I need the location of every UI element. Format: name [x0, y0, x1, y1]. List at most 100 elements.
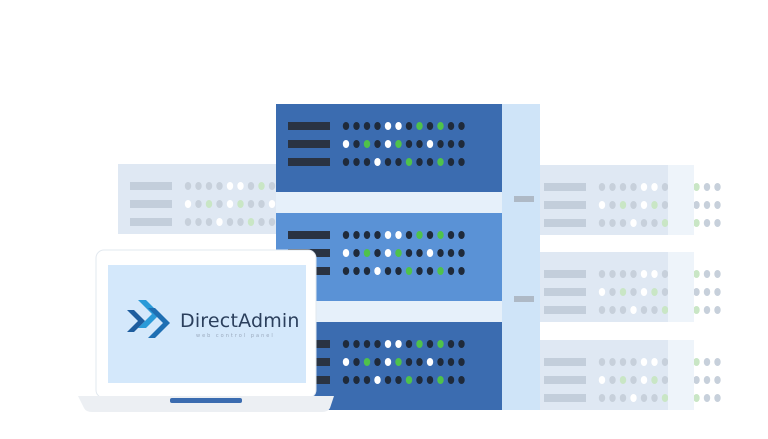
- server-led: [405, 267, 413, 275]
- server-led: [437, 267, 444, 275]
- server-led: [630, 288, 637, 296]
- server-led: [342, 122, 350, 130]
- server-led: [353, 158, 360, 166]
- server-slot: [544, 270, 586, 278]
- server-led: [619, 288, 627, 296]
- server-led: [619, 201, 627, 209]
- server-led: [437, 231, 444, 239]
- server-led: [395, 158, 402, 166]
- server-led: [458, 158, 465, 166]
- server-led: [384, 158, 392, 166]
- server-led: [609, 306, 616, 314]
- server-led: [395, 358, 402, 366]
- server-led: [609, 183, 616, 191]
- server-slot: [544, 201, 586, 209]
- server-led: [598, 376, 606, 384]
- server-led: [416, 340, 423, 348]
- server-led: [619, 183, 627, 191]
- server-led: [714, 376, 721, 384]
- server-led: [374, 376, 381, 384]
- server-led: [714, 358, 721, 366]
- server-led: [416, 231, 423, 239]
- server-led: [609, 219, 616, 227]
- server-led: [384, 358, 392, 366]
- server-slot: [130, 218, 172, 226]
- server-led: [651, 306, 658, 314]
- server-led: [693, 358, 700, 366]
- server-led: [447, 231, 455, 239]
- server-led: [458, 140, 465, 148]
- server-led: [651, 183, 658, 191]
- server-led: [342, 340, 350, 348]
- server-led: [426, 267, 434, 275]
- server-led: [714, 394, 721, 402]
- server-led: [598, 270, 606, 278]
- brand-name: DirectAdmin: [180, 310, 300, 332]
- server-led: [268, 182, 276, 190]
- server-led: [437, 122, 444, 130]
- server-led: [630, 394, 637, 402]
- server-led: [661, 306, 669, 314]
- server-led: [426, 340, 434, 348]
- server-led: [609, 270, 616, 278]
- server-led: [714, 219, 721, 227]
- server-led: [363, 376, 371, 384]
- server-led: [374, 140, 381, 148]
- server-led: [609, 376, 616, 384]
- server-led: [703, 394, 711, 402]
- server-led: [693, 183, 700, 191]
- server-led: [640, 270, 648, 278]
- server-led: [342, 140, 350, 148]
- server-led: [703, 288, 711, 296]
- server-led: [640, 394, 648, 402]
- laptop: [78, 249, 334, 412]
- server-led: [619, 394, 627, 402]
- server-led: [268, 200, 276, 208]
- server-led: [447, 376, 455, 384]
- server-led: [416, 376, 423, 384]
- server-led: [258, 218, 265, 226]
- server-led: [226, 218, 234, 226]
- server-led: [651, 358, 658, 366]
- server-led: [395, 267, 402, 275]
- server-led: [268, 218, 276, 226]
- server-led: [405, 122, 413, 130]
- server-led: [384, 231, 392, 239]
- background-servers: [118, 164, 721, 410]
- server-led: [714, 183, 721, 191]
- server-led: [226, 200, 234, 208]
- server-led: [703, 358, 711, 366]
- server-led: [437, 249, 444, 257]
- directadmin-logo-icon: [127, 300, 170, 338]
- server-handle: [514, 296, 534, 302]
- server-led: [437, 340, 444, 348]
- server-led: [651, 201, 658, 209]
- server-led: [458, 231, 465, 239]
- server-led: [237, 218, 244, 226]
- server-led: [598, 183, 606, 191]
- server-led: [458, 267, 465, 275]
- server-led: [661, 183, 669, 191]
- server-led: [437, 376, 444, 384]
- server-led: [703, 270, 711, 278]
- server-led: [395, 140, 402, 148]
- server-led: [651, 288, 658, 296]
- server-led: [714, 201, 721, 209]
- server-led: [447, 140, 455, 148]
- server-led: [458, 340, 465, 348]
- server-led: [640, 358, 648, 366]
- server-unit-bg-right: [532, 252, 721, 322]
- server-led: [437, 158, 444, 166]
- server-led: [247, 218, 255, 226]
- server-led: [703, 219, 711, 227]
- server-led: [447, 122, 455, 130]
- server-led: [714, 306, 721, 314]
- server-led: [237, 182, 244, 190]
- server-led: [374, 358, 381, 366]
- server-led: [426, 140, 434, 148]
- server-led: [226, 182, 234, 190]
- server-led: [447, 249, 455, 257]
- server-led: [184, 182, 192, 190]
- server-led: [353, 122, 360, 130]
